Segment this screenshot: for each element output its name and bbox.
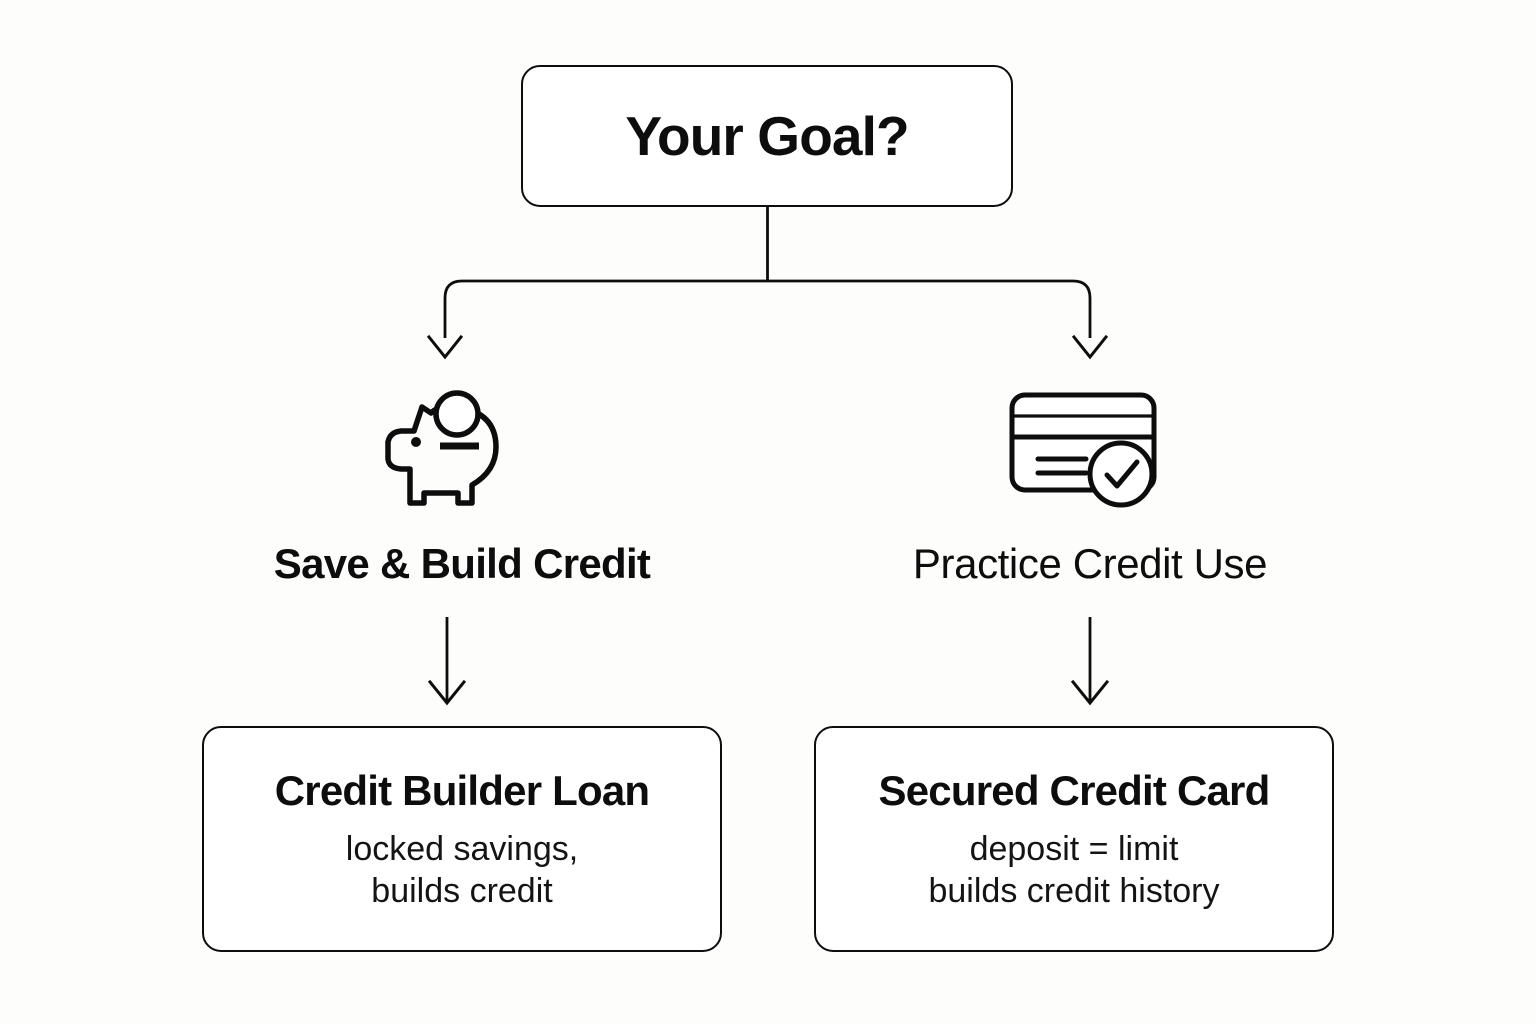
arrowhead-right-outcome xyxy=(1070,679,1110,706)
root-decision-box[interactable]: Your Goal? xyxy=(521,65,1013,207)
root-decision-label: Your Goal? xyxy=(625,104,909,167)
branch-label-save-build-credit: Save & Build Credit xyxy=(273,540,651,587)
outcome-title-credit-builder-loan: Credit Builder Loan xyxy=(274,767,650,815)
card-check-badge xyxy=(1087,440,1155,508)
outcome-subtitle-line-1: deposit = limit xyxy=(969,829,1179,868)
piggy-eye xyxy=(411,437,421,447)
arrowhead-left-outcome xyxy=(427,679,467,706)
arrowhead-right-branch xyxy=(1071,334,1109,360)
piggy-coin xyxy=(433,390,481,438)
outcome-title-secured-credit-card: Secured Credit Card xyxy=(878,767,1271,815)
outcome-subtitle-line-2: builds credit history xyxy=(928,872,1220,911)
outcome-subtitle-line-2: builds credit xyxy=(371,872,553,911)
connector-to-right-branch xyxy=(767,279,1092,338)
outcome-box-secured-credit-card[interactable]: Secured Credit Card deposit = limit buil… xyxy=(814,726,1334,952)
connector-to-left-branch xyxy=(443,279,768,338)
branch-label-practice-credit-use: Practice Credit Use xyxy=(912,540,1268,587)
arrowhead-left-branch xyxy=(426,334,464,360)
outcome-box-credit-builder-loan[interactable]: Credit Builder Loan locked savings, buil… xyxy=(202,726,722,952)
piggy-bank-icon xyxy=(368,385,518,520)
outcome-subtitle-secured-credit-card: deposit = limit builds credit history xyxy=(928,828,1219,913)
check-icon xyxy=(1104,459,1140,489)
outcome-subtitle-credit-builder-loan: locked savings, builds credit xyxy=(346,828,578,913)
outcome-subtitle-line-1: locked savings, xyxy=(345,829,579,868)
credit-card-check-icon xyxy=(1008,390,1168,512)
